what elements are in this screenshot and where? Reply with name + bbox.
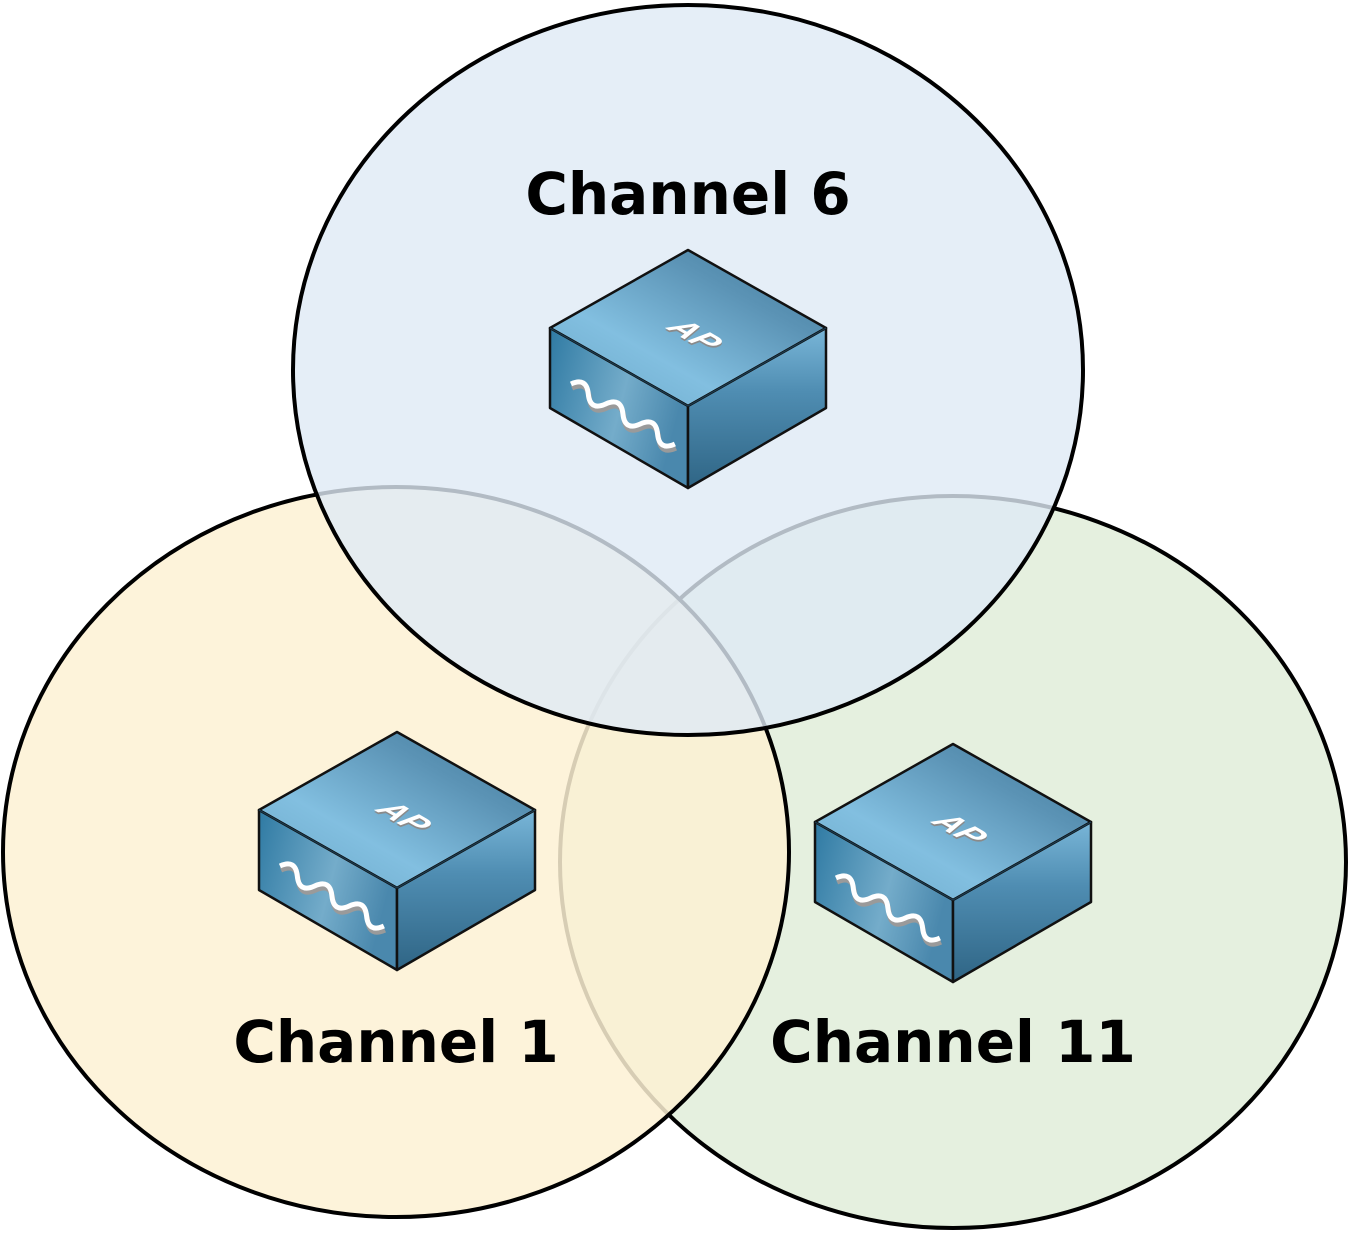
access-point-icon: AP AP: [815, 744, 1091, 982]
access-point-icon: AP AP: [550, 250, 826, 488]
channel-6-label: Channel 6: [525, 160, 850, 228]
channel-11-label: Channel 11: [770, 1008, 1136, 1076]
channel-1-label: Channel 1: [233, 1008, 558, 1076]
access-point-icon: AP AP: [259, 732, 535, 970]
